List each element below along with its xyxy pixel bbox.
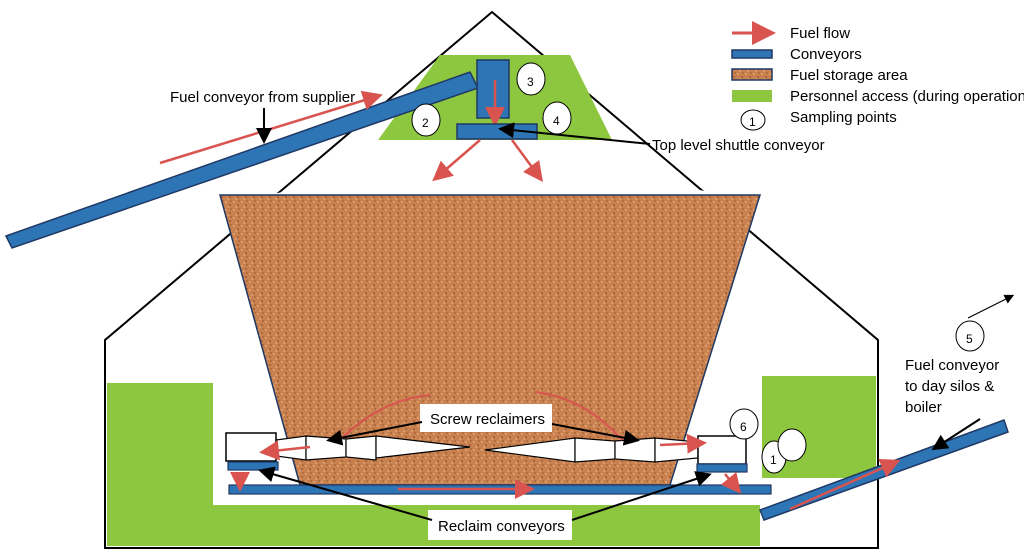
outgoing-fuel-flow-arrow (789, 458, 901, 511)
sampling-point-2: 2 (411, 103, 441, 137)
svg-text:Conveyors: Conveyors (790, 46, 862, 63)
outgoing-label-pointer (931, 418, 981, 451)
svg-text:1: 1 (749, 115, 756, 129)
top-level-shuttle-conveyor (456, 123, 538, 140)
supplier-conveyor-label: Fuel conveyor from supplier (170, 89, 355, 106)
svg-text:Personnel access (during opera: Personnel access (during operation) (790, 88, 1024, 105)
legend-conveyors-swatch (731, 49, 773, 59)
legend-personnel-access: Personnel access (during operation) (732, 88, 1024, 105)
left-screw-reclaimer (225, 432, 471, 462)
reclaimer-flow-right-arrow (659, 433, 707, 454)
top-level-shuttle-conveyor-label: Top level shuttle conveyor (652, 137, 825, 154)
reclaim-label-pointer-left (258, 466, 433, 521)
left-screw-drive (225, 432, 277, 462)
vertical-conveyor (476, 59, 510, 119)
outgoing-conveyor-label-line3: boiler (905, 399, 942, 416)
right-drop-flow-arrow (720, 472, 742, 494)
sampling-point-5: 5 (955, 320, 985, 352)
svg-text:3: 3 (527, 75, 534, 89)
reclaim-conveyors-label-box (428, 510, 572, 540)
sampling-point-4: 4 (542, 101, 572, 135)
legend-personnel-access-swatch (732, 90, 772, 102)
legend-fuel-storage-swatch (731, 68, 773, 81)
sampling-point-marker (777, 428, 807, 462)
legend-fuel-flow: Fuel flow (732, 21, 850, 45)
sampling-point-6: 6 (729, 408, 759, 440)
screw-label-pointer-right (551, 423, 640, 446)
screw-reclaimers-label: Screw reclaimers (430, 411, 545, 428)
legend-fuel-storage-area: Fuel storage area (731, 67, 908, 84)
right-screw-drive (697, 435, 747, 465)
screw-reclaimers-label-box (420, 404, 552, 432)
svg-text:Fuel storage area: Fuel storage area (790, 67, 908, 84)
right-reclaim-conveyor (696, 463, 748, 473)
sampling-point-3: 3 (516, 62, 546, 96)
svg-text:2: 2 (422, 116, 429, 130)
shuttle-label-pointer (498, 122, 651, 145)
svg-text:Sampling points: Sampling points (790, 109, 897, 126)
reclaim-conveyors-label: Reclaim conveyors (438, 518, 565, 535)
legend: Fuel flow Conveyors Fuel storage area Pe… (731, 21, 1024, 131)
bottom-personnel-access-area (107, 383, 760, 546)
svg-text:1: 1 (770, 453, 777, 467)
outgoing-conveyor-label-line1: Fuel conveyor (905, 357, 999, 374)
reclaim-label-pointer-right (571, 471, 712, 521)
screw-label-pointer-left (326, 421, 423, 446)
reclaimer-flow-curve-left (339, 394, 431, 441)
svg-text:5: 5 (966, 332, 973, 346)
left-reclaim-conveyor (227, 461, 279, 471)
svg-text:Fuel flow: Fuel flow (790, 25, 850, 42)
shuttle-fuel-flow-left-arrow (432, 139, 481, 182)
legend-sampling-swatch (740, 109, 766, 131)
reclaimer-flow-left-arrow (259, 440, 311, 461)
reclaimer-flow-curve-right (534, 391, 623, 441)
legend-sampling-points: 1 Sampling points (740, 109, 897, 131)
legend-conveyors: Conveyors (731, 46, 862, 63)
svg-text:6: 6 (740, 420, 747, 434)
outgoing-conveyor-label-line2: to day silos & (905, 378, 994, 395)
sampling-point-5-pointer (967, 294, 1015, 319)
svg-text:4: 4 (553, 114, 560, 128)
shuttle-fuel-flow-right-arrow (510, 139, 543, 183)
top-level-floor (270, 190, 720, 195)
